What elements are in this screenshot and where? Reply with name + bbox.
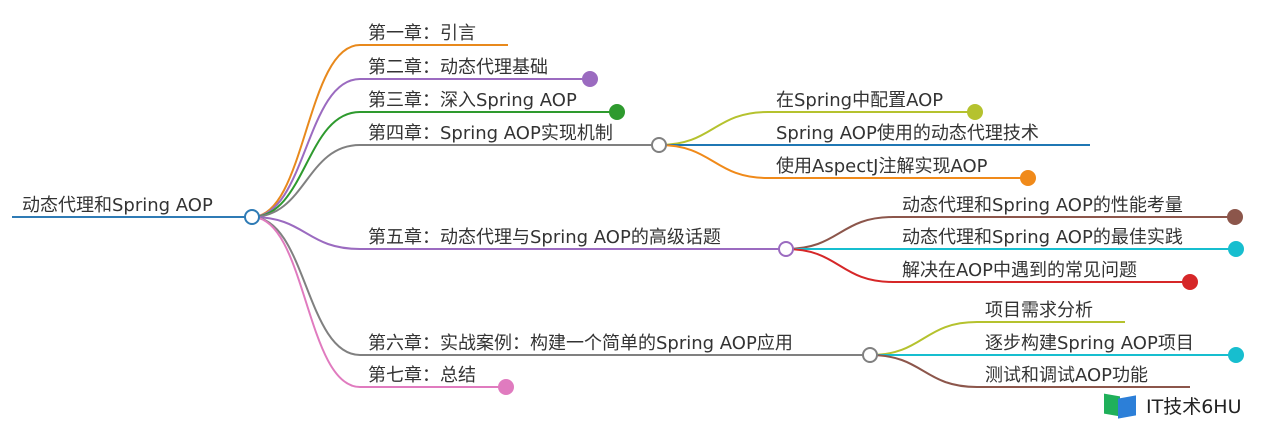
chapter-3-label: 第三章：深入Spring AOP <box>368 90 577 111</box>
subtopic-label: Spring AOP使用的动态代理技术 <box>776 123 1039 144</box>
subtopic-end-dot <box>1228 241 1244 257</box>
chapter-connector <box>251 216 361 356</box>
chapter-2-label: 第二章：动态代理基础 <box>368 57 548 78</box>
subtopic-end-dot <box>1227 209 1243 225</box>
root-label: 动态代理和Spring AOP <box>22 195 213 216</box>
chapter-connector <box>251 111 361 218</box>
root-node <box>244 209 260 225</box>
watermark-logo-icon <box>1100 393 1140 419</box>
subtopic-label: 在Spring中配置AOP <box>776 90 943 111</box>
subtopic-end-dot <box>1228 347 1244 363</box>
subtopic-label: 动态代理和Spring AOP的性能考量 <box>902 195 1183 216</box>
subtopic-label: 逐步构建Spring AOP项目 <box>985 333 1194 354</box>
chapter-6-label: 第六章：实战案例：构建一个简单的Spring AOP应用 <box>368 333 793 354</box>
subtopic-connector <box>785 216 894 250</box>
chapter-connector <box>251 216 361 388</box>
chapter-5-label: 第五章：动态代理与Spring AOP的高级话题 <box>368 227 721 248</box>
chapter-connector <box>251 144 361 218</box>
chapter-connector <box>251 216 361 250</box>
chapter-7-label: 第七章：总结 <box>368 365 476 386</box>
chapter-4-label: 第四章：Spring AOP实现机制 <box>368 123 613 144</box>
chapter-end-dot <box>582 71 598 87</box>
subtopic-label: 项目需求分析 <box>985 300 1093 321</box>
subtopic-connector <box>869 354 978 388</box>
chapter-collapse-node <box>862 347 878 363</box>
chapter-collapse-node <box>778 241 794 257</box>
watermark: IT技术6HU <box>1100 392 1242 419</box>
subtopic-connector <box>869 321 978 356</box>
watermark-text: IT技术6HU <box>1146 396 1242 418</box>
subtopic-label: 解决在AOP中遇到的常见问题 <box>902 260 1137 281</box>
chapter-1-label: 第一章：引言 <box>368 23 476 44</box>
subtopic-end-dot <box>1020 170 1036 186</box>
subtopic-label: 测试和调试AOP功能 <box>985 365 1148 386</box>
chapter-connector <box>251 78 361 218</box>
subtopic-end-dot <box>1182 274 1198 290</box>
subtopic-label: 动态代理和Spring AOP的最佳实践 <box>902 227 1183 248</box>
subtopic-end-dot <box>967 104 983 120</box>
chapter-collapse-node <box>651 137 667 153</box>
chapter-end-dot <box>609 104 625 120</box>
subtopic-label: 使用AspectJ注解实现AOP <box>776 156 988 177</box>
chapter-end-dot <box>498 379 514 395</box>
subtopic-connector <box>785 248 894 283</box>
subtopic-connector <box>658 144 769 179</box>
chapter-connector <box>251 44 361 218</box>
subtopic-connector <box>658 111 769 146</box>
